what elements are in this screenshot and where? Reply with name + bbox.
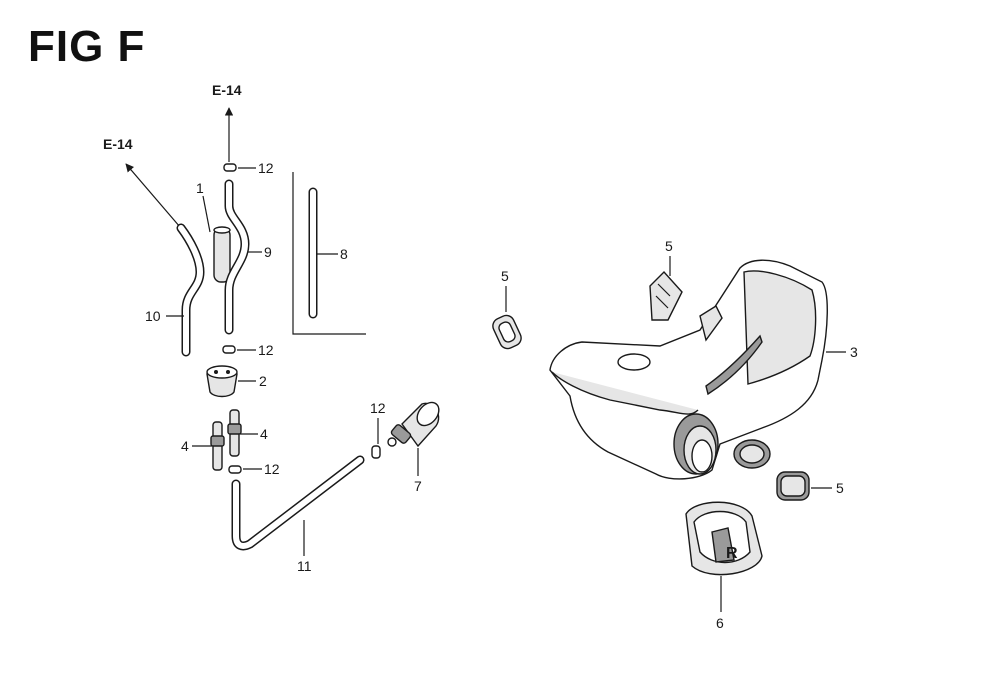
tube-1	[213, 226, 231, 283]
callout-9: 9	[264, 244, 272, 260]
callout-2: 2	[259, 373, 267, 389]
leader-lines	[166, 167, 846, 612]
joint-4-left	[210, 421, 225, 471]
fuel-hose-8	[292, 172, 366, 335]
callout-labels: 12 1 9 8 10 12 2 4 4 12 12 7 11 5 5 3 5 …	[145, 160, 858, 631]
callout-3: 3	[850, 344, 858, 360]
grommet-5-top	[649, 270, 683, 321]
fuel-hose-10	[176, 223, 205, 357]
callout-12-top: 12	[258, 160, 274, 176]
ref-arrow-top: E-14	[212, 82, 242, 162]
clamp-12-top	[223, 163, 237, 172]
callout-5-right: 5	[836, 480, 844, 496]
figure-title: FIG F	[28, 22, 146, 71]
fuel-line-11	[231, 455, 365, 551]
ref-label-left: E-14	[103, 136, 133, 152]
fuel-tank-3	[549, 259, 828, 480]
ref-arrow-left: E-14	[103, 136, 181, 228]
callout-7: 7	[414, 478, 422, 494]
callout-12-mid: 12	[258, 342, 274, 358]
callout-5-left: 5	[501, 268, 509, 284]
clamp-12-low	[228, 465, 242, 474]
ref-label-top: E-14	[212, 82, 242, 98]
cap-emblem-icon: R	[726, 545, 738, 562]
callout-11: 11	[297, 558, 312, 574]
callout-6: 6	[716, 615, 724, 631]
clamp-12-right	[371, 445, 381, 459]
callout-5-top: 5	[665, 238, 673, 254]
callout-12-right: 12	[370, 400, 386, 416]
callout-8: 8	[340, 246, 348, 262]
fuel-filter-7	[387, 401, 440, 448]
grommet-5-right	[776, 471, 810, 501]
callout-1: 1	[196, 180, 204, 196]
callout-12-low: 12	[264, 461, 280, 477]
callout-4-left: 4	[181, 438, 189, 454]
joint-4-right	[227, 409, 242, 457]
callout-4-right: 4	[260, 426, 268, 442]
clamp-12-mid	[222, 345, 236, 354]
fuel-cap-6: R	[685, 501, 763, 576]
fuel-hose-9	[224, 179, 250, 335]
grommet-5-left	[492, 314, 522, 350]
callout-10: 10	[145, 308, 161, 324]
grommet-2	[206, 365, 238, 398]
